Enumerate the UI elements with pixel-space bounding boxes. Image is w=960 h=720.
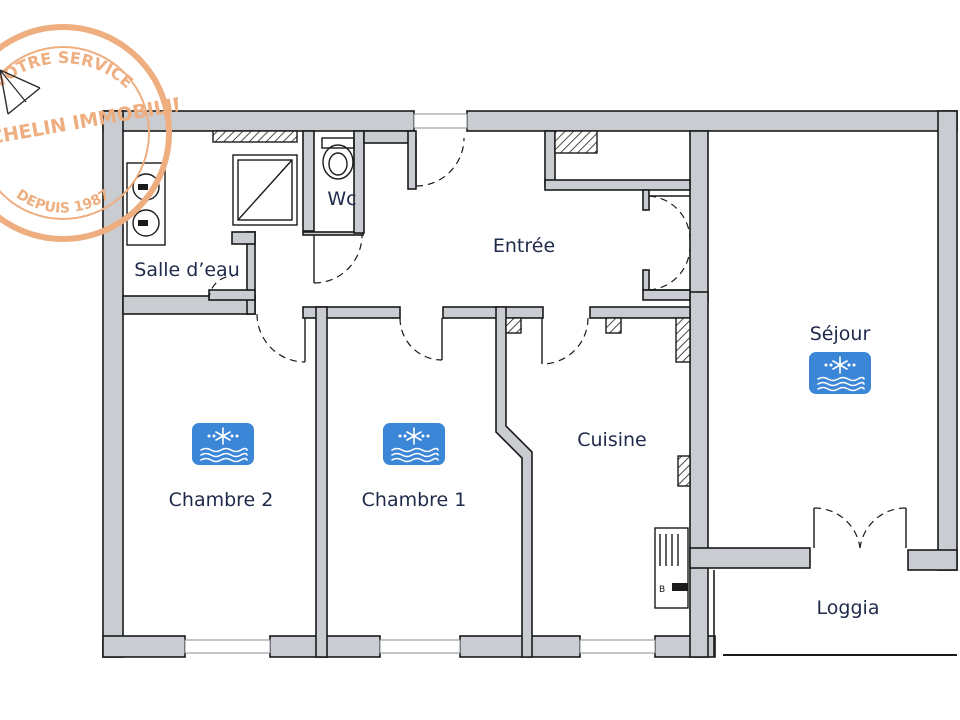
toilet xyxy=(321,137,355,180)
room-label-salle-deau: Salle d’eau xyxy=(134,259,240,281)
windows xyxy=(184,113,957,657)
doors xyxy=(208,137,907,549)
air-conditioning-icon xyxy=(192,423,254,465)
room-label-sejour: Séjour xyxy=(809,323,871,345)
room-label-chambre-2: Chambre 2 xyxy=(168,489,274,511)
interior-walls xyxy=(122,130,691,658)
service-shafts xyxy=(212,130,691,487)
air-conditioning-icon xyxy=(809,352,871,394)
snowflake-icon xyxy=(817,356,865,392)
snowflake-icon xyxy=(200,427,248,463)
svg-text:B: B xyxy=(659,585,665,595)
room-label-chambre-1: Chambre 1 xyxy=(361,489,467,511)
air-conditioning-icon xyxy=(383,423,445,465)
kitchen-appliance: B xyxy=(654,527,689,609)
room-label-cuisine: Cuisine xyxy=(577,429,647,451)
room-label-loggia: Loggia xyxy=(816,597,880,619)
room-label-entree: Entrée xyxy=(492,235,556,257)
agency-stamp: VOTRE SERVICE MICHELIN IMMOBILIER DEPUIS… xyxy=(0,24,178,242)
shower-tray xyxy=(232,154,298,226)
stamp-top-text: VOTRE SERVICE xyxy=(0,48,137,92)
snowflake-icon xyxy=(391,427,439,463)
room-label-wc: Wc xyxy=(327,188,357,210)
